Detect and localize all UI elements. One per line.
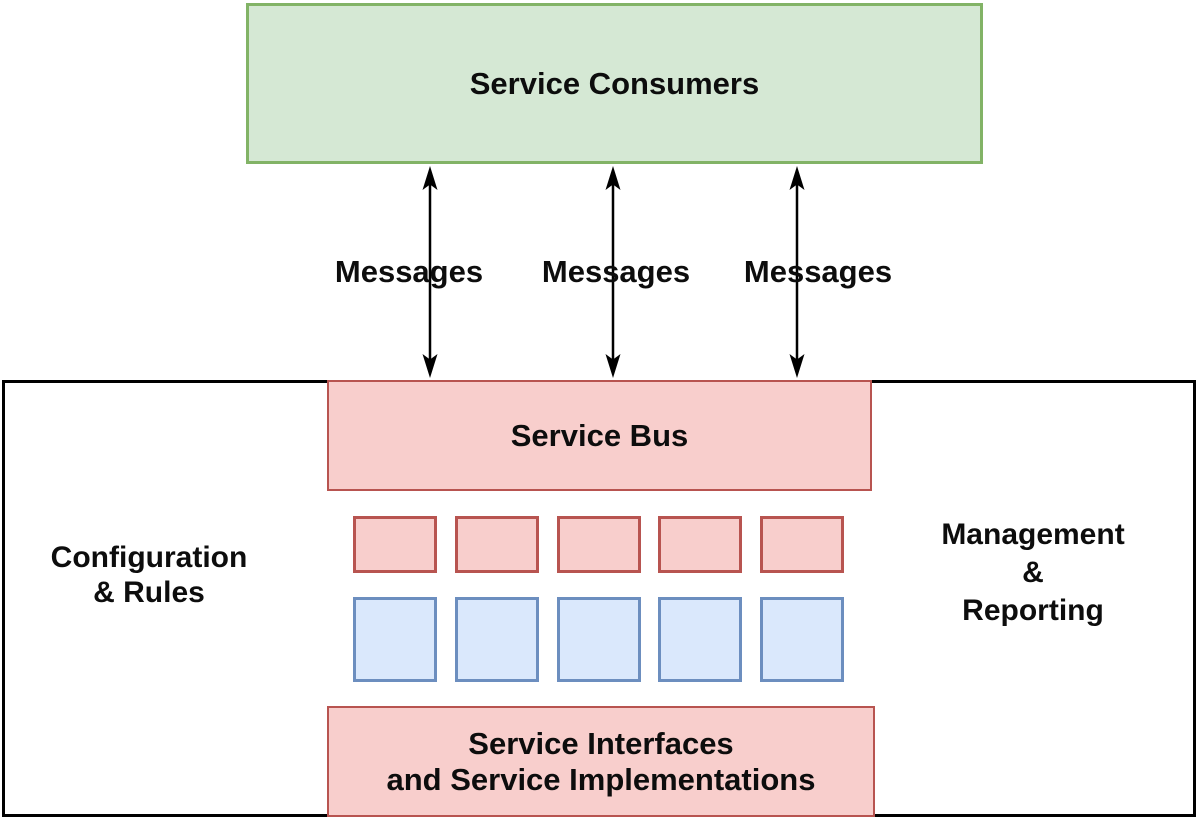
configuration-rules-line2: & Rules <box>93 576 205 609</box>
service-endpoints-row <box>353 516 844 573</box>
service-interfaces-line2: and Service Implementations <box>386 761 816 797</box>
service-endpoint-box <box>556 516 641 573</box>
service-interfaces-box: Service Interfaces and Service Implement… <box>327 706 875 817</box>
service-implementations-row <box>353 597 844 682</box>
service-interfaces-line1: Service Interfaces <box>468 725 734 761</box>
bidirectional-arrow <box>605 166 621 378</box>
bidirectional-arrow <box>422 166 438 378</box>
service-consumers-box: Service Consumers <box>246 3 983 164</box>
management-reporting-line1: Management <box>941 518 1125 551</box>
configuration-rules-label: Configuration & Rules <box>24 540 274 610</box>
configuration-rules-line1: Configuration <box>50 541 248 574</box>
service-bus-label: Service Bus <box>510 417 689 453</box>
service-bus-box: Service Bus <box>327 380 872 491</box>
service-implementation-box <box>353 597 437 682</box>
service-interfaces-label: Service Interfaces and Service Implement… <box>387 726 816 798</box>
messages-label: Messages <box>743 254 893 289</box>
service-implementation-box <box>658 597 743 682</box>
service-implementation-box <box>454 597 539 682</box>
management-reporting-line3: Reporting <box>962 594 1104 627</box>
messages-label: Messages <box>541 254 691 289</box>
management-reporting-label: Management & Reporting <box>908 516 1158 630</box>
service-endpoint-box <box>658 516 743 573</box>
bidirectional-arrow <box>789 166 805 378</box>
messages-label: Messages <box>334 254 484 289</box>
service-endpoint-box <box>760 516 844 573</box>
service-consumers-label: Service Consumers <box>469 65 760 101</box>
service-endpoint-box <box>353 516 437 573</box>
service-implementation-box <box>760 597 844 682</box>
service-endpoint-box <box>454 516 539 573</box>
service-implementation-box <box>556 597 641 682</box>
management-reporting-line2: & <box>1022 556 1044 589</box>
